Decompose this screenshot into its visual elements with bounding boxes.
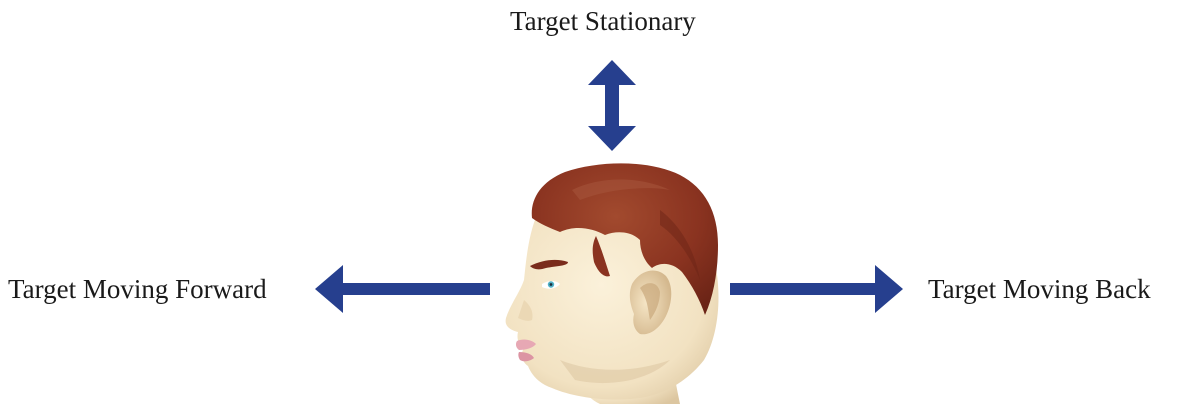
left-arrow-icon: [315, 265, 490, 313]
right-arrow-icon: [730, 265, 903, 313]
double-vertical-arrow-icon: [588, 60, 636, 151]
head-profile-icon: [506, 163, 719, 404]
